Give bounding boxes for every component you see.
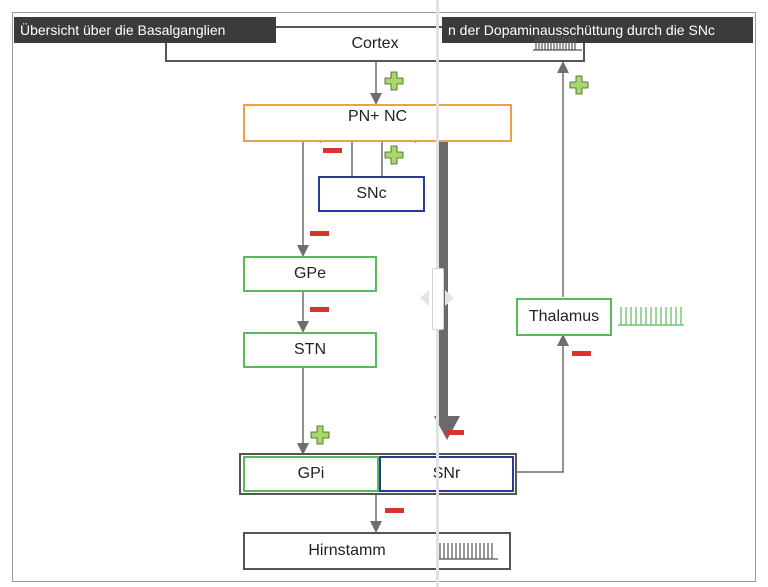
snc-box: SNc [318,176,425,212]
snr-box: SNr [379,456,514,492]
stn-box: STN [243,332,377,368]
gpe-label: GPe [293,265,326,282]
pn-nc-box: PN+ NC [243,104,512,142]
snc-label: SNc [356,185,387,202]
right-panel-title: n der Dopaminausschüttung durch die SNc [442,17,753,43]
gpi-box: GPi [243,456,379,492]
chevron-left-icon[interactable] [420,290,429,306]
left-panel-title: Übersicht über die Basalganglien [14,17,276,43]
arrow-snr-thalamus [516,334,569,473]
arrow-snc-pn-left [309,131,353,176]
gpi-label: GPi [297,465,325,482]
arrow-snc-pn-right [381,131,427,176]
hirnstamm-label: Hirnstamm [308,542,386,559]
thick-projection-arrowhead [434,416,460,440]
hirnstamm-box: Hirnstamm [243,532,511,570]
thalamus-label: Thalamus [528,308,600,325]
gpe-box: GPe [243,256,377,292]
comparison-slider-handle[interactable] [432,268,444,330]
cortex-label: Cortex [351,35,399,52]
pn-nc-label: PN+ NC [347,108,408,125]
snr-label: SNr [432,465,461,482]
thalamus-box: Thalamus [516,298,612,336]
chevron-right-icon[interactable] [445,290,454,306]
stn-label: STN [294,341,326,358]
